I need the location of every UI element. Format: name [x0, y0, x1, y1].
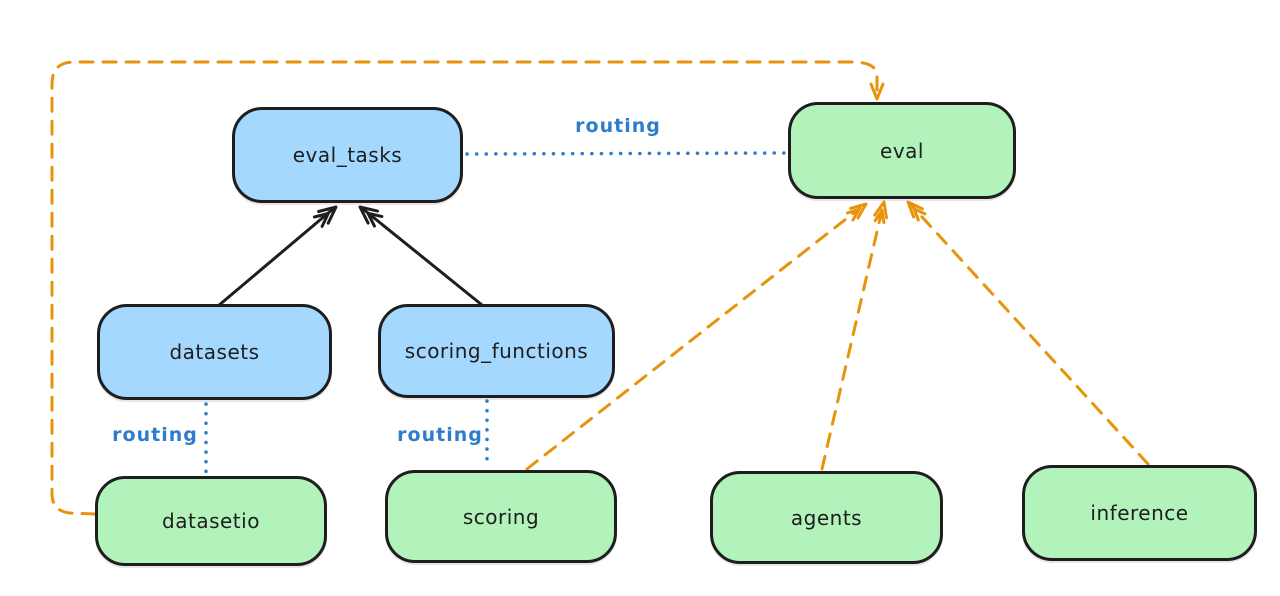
node-eval-tasks-label: eval_tasks [292, 143, 403, 167]
edge-eval-tasks-to-eval [465, 151, 788, 156]
edge-datasetio-to-eval [50, 60, 885, 516]
node-eval-label: eval [880, 138, 924, 163]
edge-scoring-to-eval [525, 202, 868, 471]
node-scoring-functions-label: scoring_functions [404, 339, 589, 363]
routing-label-eval-tasks-eval: routing [575, 115, 661, 137]
node-datasetio-label: datasetio [162, 509, 260, 533]
edge-agents-to-eval [820, 200, 888, 471]
node-inference: inference [1022, 465, 1257, 561]
node-scoring-label: scoring [462, 504, 540, 529]
node-agents-label: agents [790, 505, 863, 530]
node-agents: agents [710, 471, 943, 564]
node-scoring: scoring [385, 470, 617, 563]
node-scoring-functions: scoring_functions [378, 304, 615, 398]
routing-label-datasets-datasetio: routing [112, 424, 198, 446]
routing-label-scoring-functions-scoring: routing [397, 424, 483, 446]
node-datasets: datasets [97, 304, 332, 400]
node-datasetio: datasetio [95, 476, 327, 566]
edge-inference-to-eval [906, 200, 1150, 466]
node-datasets-label: datasets [169, 340, 260, 364]
node-eval-tasks: eval_tasks [232, 107, 463, 203]
node-inference-label: inference [1090, 501, 1189, 525]
node-eval: eval [788, 102, 1016, 199]
edge-scoring-functions-to-eval-tasks [358, 205, 484, 307]
edge-datasets-to-eval-tasks [216, 205, 338, 308]
